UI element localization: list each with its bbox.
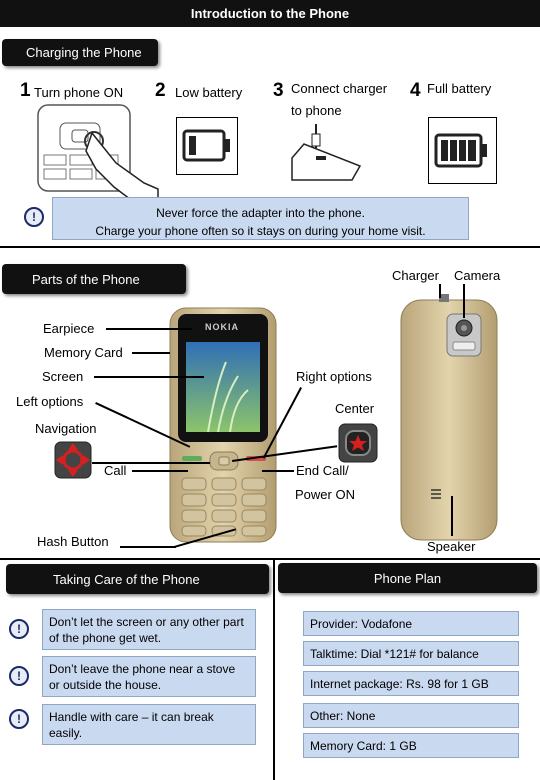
- plan-item-4-text: Other: None: [310, 708, 376, 723]
- warning-line-2: Charge your phone often so it stays on d…: [95, 224, 426, 238]
- care-item-3: Handle with care – it can break easily.: [42, 704, 256, 745]
- leader-navigation: [92, 462, 210, 464]
- plan-item-1-text: Provider: Vodafone: [310, 616, 413, 631]
- care-item-2-text: Don’t leave the phone near a stove or ou…: [49, 662, 236, 692]
- care-item-1-text: Don’t let the screen or any other part o…: [49, 615, 244, 645]
- leader-memory-card: [132, 352, 170, 354]
- label-speaker: Speaker: [427, 539, 476, 554]
- step-3-label: Connect charger: [291, 81, 388, 96]
- low-battery-icon: [176, 117, 238, 175]
- leader-speaker: [451, 496, 453, 536]
- section-divider: [0, 246, 540, 248]
- label-navigation: Navigation: [35, 421, 97, 436]
- page-header: Introduction to the Phone: [0, 0, 540, 27]
- plan-item-5: Memory Card: 1 GB: [303, 733, 519, 758]
- center-key-icon: [338, 423, 378, 463]
- warning-line-1: Never force the adapter into the phone.: [156, 206, 365, 220]
- plan-item-2: Talktime: Dial *121# for balance: [303, 641, 519, 666]
- phone-back-illustration: [400, 294, 498, 541]
- label-right-options: Right options: [296, 369, 372, 384]
- leader-charger: [439, 284, 441, 298]
- section-divider-2: [0, 558, 540, 560]
- label-screen: Screen: [42, 369, 84, 384]
- care-section-title: Taking Care of the Phone: [6, 564, 269, 594]
- care-item-1: Don’t let the screen or any other part o…: [42, 609, 256, 650]
- leader-camera: [463, 284, 465, 318]
- care-warning-icon-2: !: [9, 666, 29, 686]
- turn-on-illustration: [37, 104, 159, 199]
- charging-title-text: Charging the Phone: [26, 45, 142, 60]
- charging-warning-note: Never force the adapter into the phone. …: [52, 197, 469, 240]
- step-1-number: 1: [20, 80, 31, 101]
- parts-title-text: Parts of the Phone: [32, 271, 140, 287]
- plan-item-4: Other: None: [303, 703, 519, 728]
- full-battery-icon: [428, 117, 497, 184]
- label-center: Center: [335, 401, 375, 416]
- leader-screen: [94, 376, 204, 378]
- label-call: Call: [104, 463, 127, 478]
- column-divider: [273, 560, 275, 780]
- connect-charger-illustration: [291, 124, 362, 181]
- plan-title-text: Phone Plan: [373, 570, 442, 586]
- charging-section-title: Charging the Phone: [2, 39, 158, 66]
- step-3-number: 3: [273, 80, 284, 101]
- phone-front-illustration: [169, 307, 277, 543]
- step-2-number: 2: [155, 80, 166, 101]
- navigation-key-icon: [54, 441, 92, 479]
- care-warning-icon-3: !: [9, 709, 29, 729]
- phone-brand-logo: NOKIA: [205, 322, 239, 332]
- step-1-label: Turn phone ON: [34, 85, 124, 100]
- page-title: Introduction to the Phone: [190, 6, 350, 21]
- label-camera: Camera: [454, 268, 501, 283]
- plan-section-title: Phone Plan: [278, 563, 537, 593]
- label-earpiece: Earpiece: [43, 321, 95, 336]
- label-charger: Charger: [392, 268, 439, 283]
- step-4-number: 4: [410, 80, 421, 101]
- leader-earpiece: [106, 328, 192, 330]
- leader-hash-button: [120, 546, 176, 548]
- parts-section-title: Parts of the Phone: [2, 264, 186, 294]
- leader-call: [132, 470, 188, 472]
- label-left-options: Left options: [16, 394, 84, 409]
- step-2-label: Low battery: [175, 85, 243, 100]
- plan-item-2-text: Talktime: Dial *121# for balance: [310, 646, 479, 661]
- plan-item-3-text: Internet package: Rs. 98 for 1 GB: [310, 676, 489, 691]
- label-memory-card: Memory Card: [44, 345, 123, 360]
- label-end-call: End Call/: [296, 463, 349, 478]
- plan-item-3: Internet package: Rs. 98 for 1 GB: [303, 671, 519, 696]
- leader-end-call: [262, 470, 294, 472]
- plan-item-1: Provider: Vodafone: [303, 611, 519, 636]
- care-warning-icon-1: !: [9, 619, 29, 639]
- plan-item-5-text: Memory Card: 1 GB: [310, 738, 417, 753]
- step-3-label-2: to phone: [291, 103, 342, 118]
- label-power-on: Power ON: [295, 487, 355, 502]
- care-item-3-text: Handle with care – it can break easily.: [49, 710, 214, 740]
- label-hash-button: Hash Button: [37, 534, 109, 549]
- care-item-2: Don’t leave the phone near a stove or ou…: [42, 656, 256, 697]
- warning-icon: !: [24, 207, 44, 227]
- step-4-label: Full battery: [427, 81, 492, 96]
- care-title-text: Taking Care of the Phone: [53, 571, 200, 587]
